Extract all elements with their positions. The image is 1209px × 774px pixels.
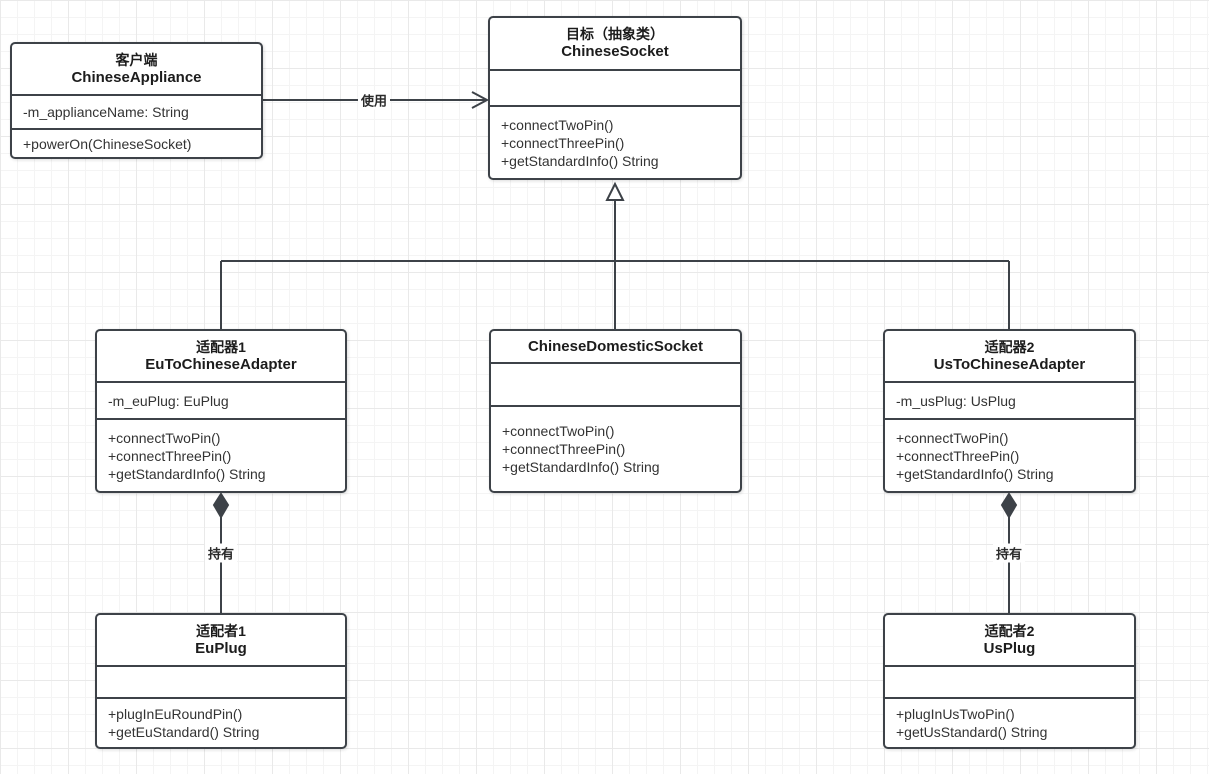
class-name-label: ChineseDomesticSocket xyxy=(527,337,704,355)
class-stereotype-label: 适配器2 xyxy=(984,338,1035,355)
class-attributes: -m_usPlug: UsPlug xyxy=(885,381,1134,418)
class-stereotype-label: 客户端 xyxy=(115,51,158,68)
class-name-label: ChineseAppliance xyxy=(71,68,202,86)
class-methods: +plugInUsTwoPin() +getUsStandard() Strin… xyxy=(885,697,1134,747)
class-name-label: UsToChineseAdapter xyxy=(933,355,1086,373)
class-methods: +connectTwoPin() +connectThreePin() +get… xyxy=(97,418,345,491)
hollow-triangle-icon xyxy=(605,181,625,201)
class-methods: +connectTwoPin() +connectThreePin() +get… xyxy=(885,418,1134,491)
method-line: +getStandardInfo() String xyxy=(108,465,266,482)
class-name-label: EuToChineseAdapter xyxy=(145,355,297,373)
filled-diamond-icon xyxy=(1000,492,1018,519)
class-title: 目标（抽象类） ChineseSocket xyxy=(490,18,740,69)
class-attributes: -m_applianceName: String xyxy=(12,94,261,128)
attribute-line: -m_usPlug: UsPlug xyxy=(896,392,1016,409)
attribute-line: -m_euPlug: EuPlug xyxy=(108,392,229,409)
class-attributes xyxy=(491,362,740,405)
method-line: +connectThreePin() xyxy=(896,447,1020,464)
class-name-label: EuPlug xyxy=(195,639,247,657)
generalization-connector[interactable] xyxy=(220,181,1010,329)
composition-left-connector[interactable] xyxy=(212,492,230,613)
filled-diamond-icon xyxy=(212,492,230,519)
class-stereotype-label: 目标（抽象类） xyxy=(566,26,664,42)
method-line: +connectThreePin() xyxy=(502,441,626,457)
method-line: +getEuStandard() String xyxy=(108,724,260,740)
method-line: +getStandardInfo() String xyxy=(896,465,1054,482)
class-attributes xyxy=(97,665,345,697)
method-line: +connectThreePin() xyxy=(501,134,625,151)
class-title: 适配者1 EuPlug xyxy=(97,615,345,665)
class-attributes xyxy=(885,665,1134,697)
method-line: +connectTwoPin() xyxy=(502,423,615,439)
attribute-line: -m_applianceName: String xyxy=(23,104,189,120)
class-box-eu-plug[interactable]: 适配者1 EuPlug +plugInEuRoundPin() +getEuSt… xyxy=(95,613,347,749)
hold-edge-label-left[interactable]: 持有 xyxy=(204,543,238,563)
class-methods: +connectTwoPin() +connectThreePin() +get… xyxy=(490,105,740,178)
class-methods: +plugInEuRoundPin() +getEuStandard() Str… xyxy=(97,697,345,747)
class-name-label: UsPlug xyxy=(983,639,1036,657)
class-box-chinese-socket[interactable]: 目标（抽象类） ChineseSocket +connectTwoPin() +… xyxy=(488,16,742,180)
class-box-eu-to-chinese-adapter[interactable]: 适配器1 EuToChineseAdapter -m_euPlug: EuPlu… xyxy=(95,329,347,493)
class-title: 适配者2 UsPlug xyxy=(885,615,1134,665)
hold-edge-label-right[interactable]: 持有 xyxy=(992,543,1026,563)
class-title: 客户端 ChineseAppliance xyxy=(12,44,261,94)
open-arrowhead-icon xyxy=(471,91,490,109)
class-attributes xyxy=(490,69,740,105)
class-stereotype-label: 适配者2 xyxy=(984,622,1035,639)
method-line: +plugInEuRoundPin() xyxy=(108,706,243,722)
class-methods: +powerOn(ChineseSocket) xyxy=(12,128,261,157)
method-line: +plugInUsTwoPin() xyxy=(896,706,1015,722)
method-line: +connectThreePin() xyxy=(108,447,232,464)
use-edge-label[interactable]: 使用 xyxy=(357,90,391,110)
method-line: +getUsStandard() String xyxy=(896,724,1048,740)
class-title: 适配器2 UsToChineseAdapter xyxy=(885,331,1134,381)
class-box-us-to-chinese-adapter[interactable]: 适配器2 UsToChineseAdapter -m_usPlug: UsPlu… xyxy=(883,329,1136,493)
method-line: +getStandardInfo() String xyxy=(502,459,660,475)
class-box-chinese-domestic-socket[interactable]: ChineseDomesticSocket +connectTwoPin() +… xyxy=(489,329,742,493)
class-title: 适配器1 EuToChineseAdapter xyxy=(97,331,345,381)
class-stereotype-label: 适配器1 xyxy=(196,338,246,355)
composition-right-connector[interactable] xyxy=(1000,492,1018,613)
class-attributes: -m_euPlug: EuPlug xyxy=(97,381,345,418)
class-methods: +connectTwoPin() +connectThreePin() +get… xyxy=(491,405,740,491)
method-line: +powerOn(ChineseSocket) xyxy=(23,135,192,152)
method-line: +connectTwoPin() xyxy=(108,429,221,446)
class-stereotype-label: 适配者1 xyxy=(196,622,246,639)
method-line: +connectTwoPin() xyxy=(501,116,614,133)
class-name-label: ChineseSocket xyxy=(561,43,669,60)
class-box-us-plug[interactable]: 适配者2 UsPlug +plugInUsTwoPin() +getUsStan… xyxy=(883,613,1136,749)
method-line: +connectTwoPin() xyxy=(896,429,1009,446)
class-title: ChineseDomesticSocket xyxy=(491,331,740,362)
method-line: +getStandardInfo() String xyxy=(501,152,659,169)
class-box-chinese-appliance[interactable]: 客户端 ChineseAppliance -m_applianceName: S… xyxy=(10,42,263,159)
